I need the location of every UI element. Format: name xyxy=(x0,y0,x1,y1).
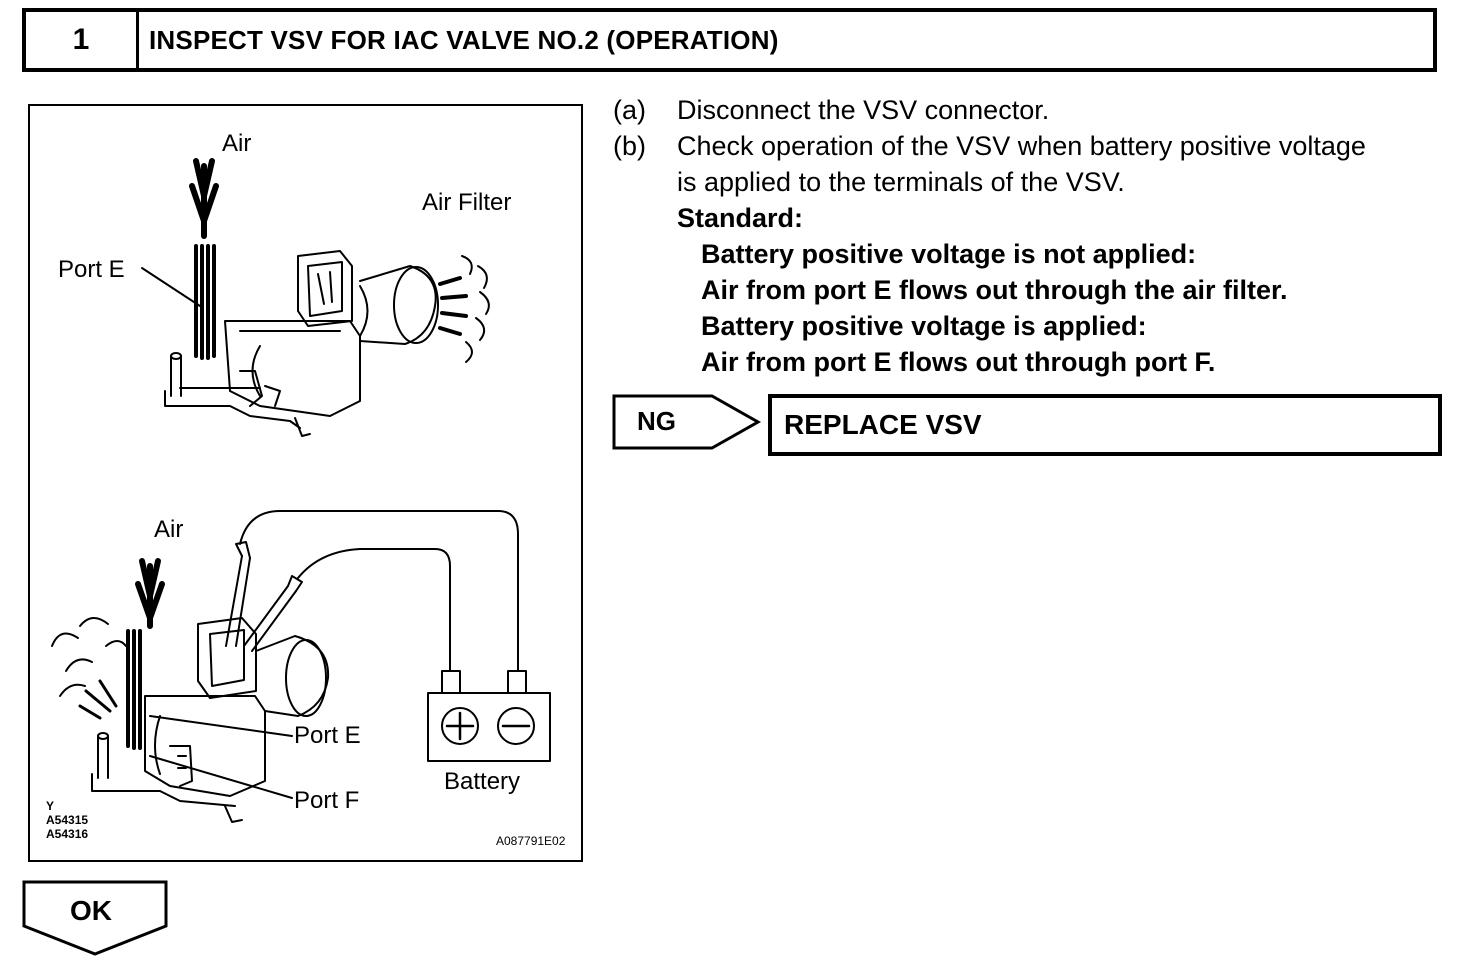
step-header: 1 INSPECT VSV FOR IAC VALVE NO.2 (OPERAT… xyxy=(22,8,1437,72)
ng-action-box: REPLACE VSV xyxy=(768,394,1442,456)
bottom-air-label: Air xyxy=(154,516,184,543)
vsv-drawing xyxy=(51,158,551,823)
battery-label: Battery xyxy=(444,768,521,795)
step-b-text: Check operation of the VSV when battery … xyxy=(677,131,1366,197)
port-f-label: Port F xyxy=(294,787,360,814)
standard-heading: Standard: xyxy=(677,203,804,233)
figure-code-right: A087791E02 xyxy=(496,834,566,848)
procedure-text: (a) Disconnect the VSV connector. (b) Ch… xyxy=(613,92,1453,380)
standard-condition-1: Battery positive voltage is not applied: xyxy=(701,239,1197,269)
step-number: 1 xyxy=(26,12,139,68)
standard-condition-2: Air from port E flows out through the ai… xyxy=(701,275,1288,305)
bottom-port-e-label: Port E xyxy=(294,722,361,749)
step-title: INSPECT VSV FOR IAC VALVE NO.2 (OPERATIO… xyxy=(149,24,779,55)
standard-condition-3: Battery positive voltage is applied: xyxy=(701,311,1147,341)
top-air-label: Air xyxy=(222,130,252,157)
step-b: (b) Check operation of the VSV when batt… xyxy=(613,128,1453,200)
step-b-marker: (b) xyxy=(613,131,646,161)
figure-code-left: Y A54315 A54316 xyxy=(46,799,89,841)
top-port-e-label: Port E xyxy=(58,256,125,283)
step-a-text: Disconnect the VSV connector. xyxy=(677,95,1050,125)
ok-label: OK xyxy=(70,895,112,926)
ng-arrow-shape xyxy=(612,394,762,450)
ok-arrow-shape xyxy=(22,880,168,956)
air-filter-label: Air Filter xyxy=(422,189,512,216)
step-a: (a) Disconnect the VSV connector. xyxy=(613,92,1453,128)
step-a-marker: (a) xyxy=(613,95,646,125)
vsv-illustration: Air Port E Air Filter Air Port E Port F … xyxy=(28,104,583,862)
ng-label: NG xyxy=(637,406,676,436)
standard-condition-4: Air from port E flows out through port F… xyxy=(701,347,1216,377)
